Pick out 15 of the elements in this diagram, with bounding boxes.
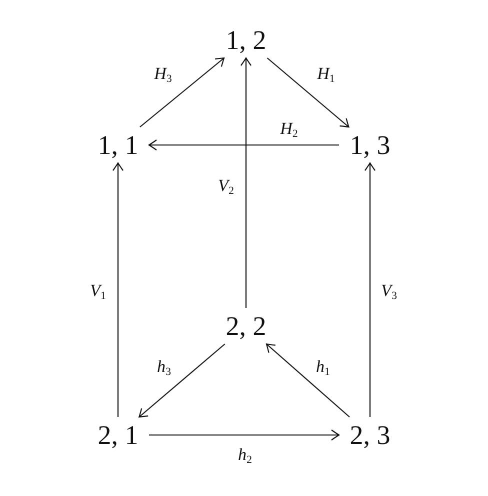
edge-label: V$_{3}$ (380, 282, 398, 300)
edge-label: h$_{2}$ (237, 446, 253, 464)
node-label: 2, 2 (226, 312, 266, 340)
edge-label: H$_{2}$ (279, 120, 299, 138)
edge-label: V$_{1}$ (89, 282, 107, 300)
node-label: 1, 2 (226, 26, 266, 54)
node-label: 2, 1 (98, 422, 138, 448)
edge-label: V$_{2}$ (217, 176, 235, 196)
node-label: 2, 3 (350, 422, 390, 448)
edge-label: h$_{1}$ (315, 358, 331, 376)
node-label: 1, 1 (98, 132, 138, 158)
node-label: 1, 3 (350, 132, 390, 158)
edge-label: h$_{3}$ (156, 358, 172, 376)
edge-label: H$_{3}$ (153, 64, 173, 84)
edge-label: H$_{1}$ (316, 64, 336, 84)
